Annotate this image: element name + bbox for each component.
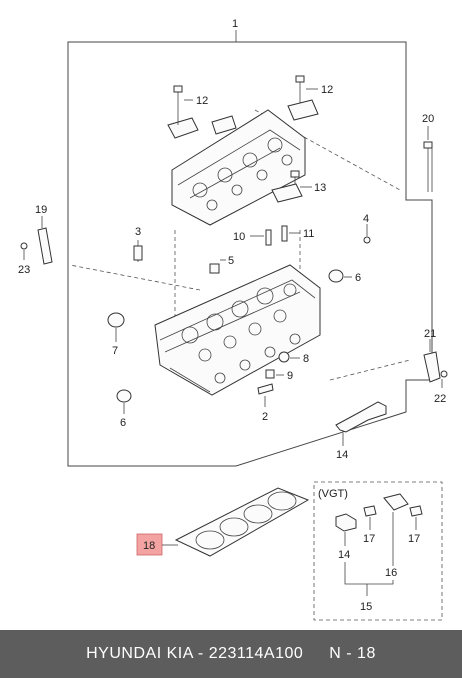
cam-cap-right [287,75,319,121]
head-gasket [174,487,310,557]
plug-9 [265,369,275,379]
plug-6-right [328,269,344,283]
stud-2 [257,383,274,395]
callout-14-main: 14 [336,449,348,461]
bracket-21 [423,351,441,383]
callout-15: 15 [360,601,372,613]
bracket-19 [37,227,53,265]
callout-16: 16 [385,567,397,579]
cylinder-head [154,264,321,396]
callout-22: 22 [434,393,446,405]
washer-8 [278,351,290,363]
callout-17-right: 17 [408,533,420,545]
callout-8: 8 [303,353,309,365]
cam-cap-13 [271,170,303,203]
callout-19: 19 [35,204,47,216]
vgt-hose-16 [383,493,409,511]
callout-11: 11 [303,228,314,240]
callout-7: 7 [112,345,118,357]
dowel-10 [265,229,272,246]
vgt-label: (VGT) [318,488,348,500]
callout-4: 4 [363,213,369,225]
plug-5 [209,263,220,274]
footer-ref: N - 18 [329,645,376,662]
vgt-clamp-17-right [409,505,423,517]
callout-5: 5 [228,255,234,267]
bolt-22 [440,370,448,378]
cylinder-head-exploded-diagram: 1 12 12 13 1 [18,18,448,621]
plug-7 [107,312,125,328]
callout-12-left: 12 [196,95,208,107]
footer-brand-partnumber: HYUNDAI KIA - 223114A100 [86,645,304,662]
callout-18: 18 [143,540,155,552]
vgt-clamp-17-left [363,505,377,517]
callout-6-left: 6 [120,417,126,429]
callout-12-right: 12 [321,84,333,96]
callout-3: 3 [135,226,141,238]
callout-14-vgt: 14 [338,549,350,561]
callout-20: 20 [422,113,434,125]
vgt-inset-frame [313,481,443,621]
water-pipe-14 [335,401,387,433]
callout-1: 1 [232,18,238,30]
callout-9: 9 [287,370,293,382]
callout-13: 13 [314,182,326,194]
callout-17-left: 17 [363,533,375,545]
dowel-11 [281,225,288,242]
camshaft-carrier [171,109,306,226]
stud-20 [423,141,433,192]
cam-cap-left [167,85,237,139]
assembly-frame [67,41,433,467]
vgt-pipe-14 [335,513,357,532]
callout-2: 2 [262,411,268,423]
part-number-footer: HYUNDAI KIA - 223114A100 N - 18 [0,630,462,678]
plug-6-left [116,389,132,403]
callout-10: 10 [233,231,245,243]
callout-23: 23 [18,264,30,276]
stud-3 [133,245,143,261]
pin-4 [363,236,371,244]
bolt-23 [20,242,28,250]
callout-21: 21 [424,328,436,340]
callout-6-right: 6 [355,272,361,284]
callout-18-highlight [136,533,163,556]
